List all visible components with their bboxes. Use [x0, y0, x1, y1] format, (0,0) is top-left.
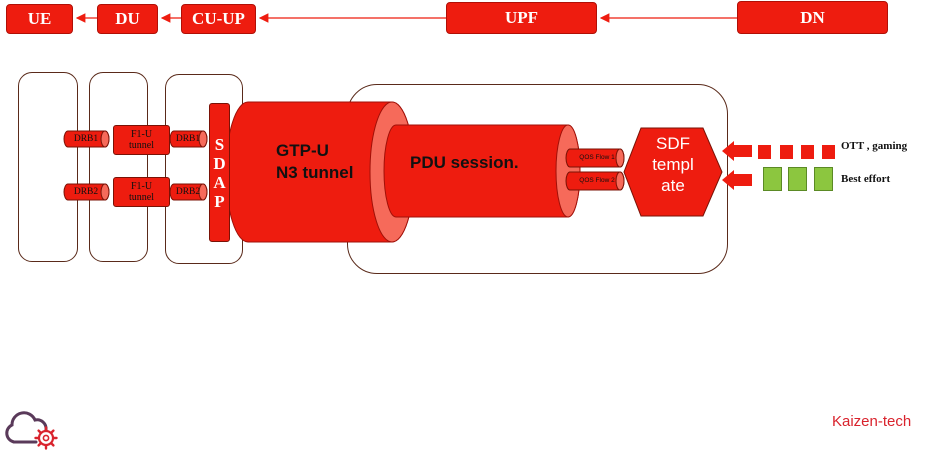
- ott-arrow-icon: [722, 141, 752, 161]
- ue-box: UE: [6, 4, 73, 34]
- sdap-letter-p: P: [214, 191, 225, 211]
- best-effort-label: Best effort: [841, 173, 891, 185]
- du-label: DU: [115, 9, 140, 28]
- ue-label: UE: [27, 9, 52, 28]
- sdf-line1: SDF: [656, 134, 690, 153]
- f1u-tunnel-1: F1-U tunnel: [113, 125, 170, 155]
- sdap-letter-a: A: [213, 172, 226, 192]
- cu-drb1-label: DRB1: [175, 134, 201, 144]
- brand-label: Kaizen-tech: [832, 413, 912, 430]
- cu-drb2-label: DRB2: [175, 187, 201, 197]
- qos-flow-2-tube: [565, 171, 625, 191]
- sdf-line3: ate: [661, 176, 685, 195]
- best-effort-packet-2: [788, 167, 807, 191]
- du-container: [89, 72, 148, 262]
- upf-label: UPF: [504, 8, 539, 27]
- qos-flow-1-label: QOS Flow 1: [579, 154, 615, 161]
- qos-flow-2-label: QOS Flow 2: [579, 177, 615, 184]
- cu-drb2-label-wrap: DRB2: [174, 186, 202, 198]
- sdf-template-hexagon: [623, 127, 723, 217]
- best-effort-arrow-icon: [722, 170, 752, 190]
- sdap-letter-s: S: [214, 134, 225, 154]
- cu-up-label: CU-UP: [192, 9, 245, 28]
- ue-drb1-label-wrap: DRB1: [68, 133, 104, 145]
- ue-drb2-tube: [63, 183, 110, 201]
- f1u-tunnel-2-label: F1-U tunnel: [129, 181, 154, 203]
- ott-packet-3: [801, 145, 814, 159]
- ue-drb2-label: DRB2: [73, 187, 99, 197]
- ue-drb1-label: DRB1: [73, 134, 99, 144]
- dn-label: DN: [800, 7, 825, 27]
- sdf-template-label: SDF templ ate: [630, 133, 716, 196]
- ott-packet-1: [758, 145, 771, 159]
- ue-drb2-label-wrap: DRB2: [68, 186, 104, 198]
- ue-drb1-tube: [63, 130, 110, 148]
- upf-box: UPF: [446, 2, 597, 34]
- cu-drb1-tube: [169, 130, 208, 148]
- ott-packet-2: [780, 145, 793, 159]
- gtp-u-line2: N3 tunnel: [276, 163, 354, 182]
- gtp-u-line1: GTP-U: [276, 141, 329, 160]
- du-box: DU: [97, 4, 158, 34]
- sdf-line2: templ: [652, 155, 694, 174]
- ott-gaming-label: OTT , gaming: [841, 140, 908, 152]
- best-effort-packet-1: [763, 167, 782, 191]
- ott-packet-4: [822, 145, 835, 159]
- dn-box: DN: [737, 1, 888, 34]
- ue-container: [18, 72, 78, 262]
- pdu-session-label: PDU session.: [410, 153, 519, 172]
- f1u-tunnel-1-label: F1-U tunnel: [129, 129, 154, 151]
- best-effort-packet-3: [814, 167, 833, 191]
- sdap-block: S D A P: [209, 103, 230, 242]
- cu-drb1-label-wrap: DRB1: [174, 133, 202, 145]
- cu-drb2-tube: [169, 183, 208, 201]
- cu-up-box: CU-UP: [181, 4, 256, 34]
- pdu-session-cylinder: [383, 124, 581, 218]
- f1u-tunnel-2: F1-U tunnel: [113, 177, 170, 207]
- qos-flow-1-tube: [565, 148, 625, 168]
- cloud-gear-logo-icon: [5, 411, 58, 450]
- gtp-u-label: GTP-U N3 tunnel: [276, 140, 353, 184]
- sdap-letter-d: D: [213, 153, 226, 173]
